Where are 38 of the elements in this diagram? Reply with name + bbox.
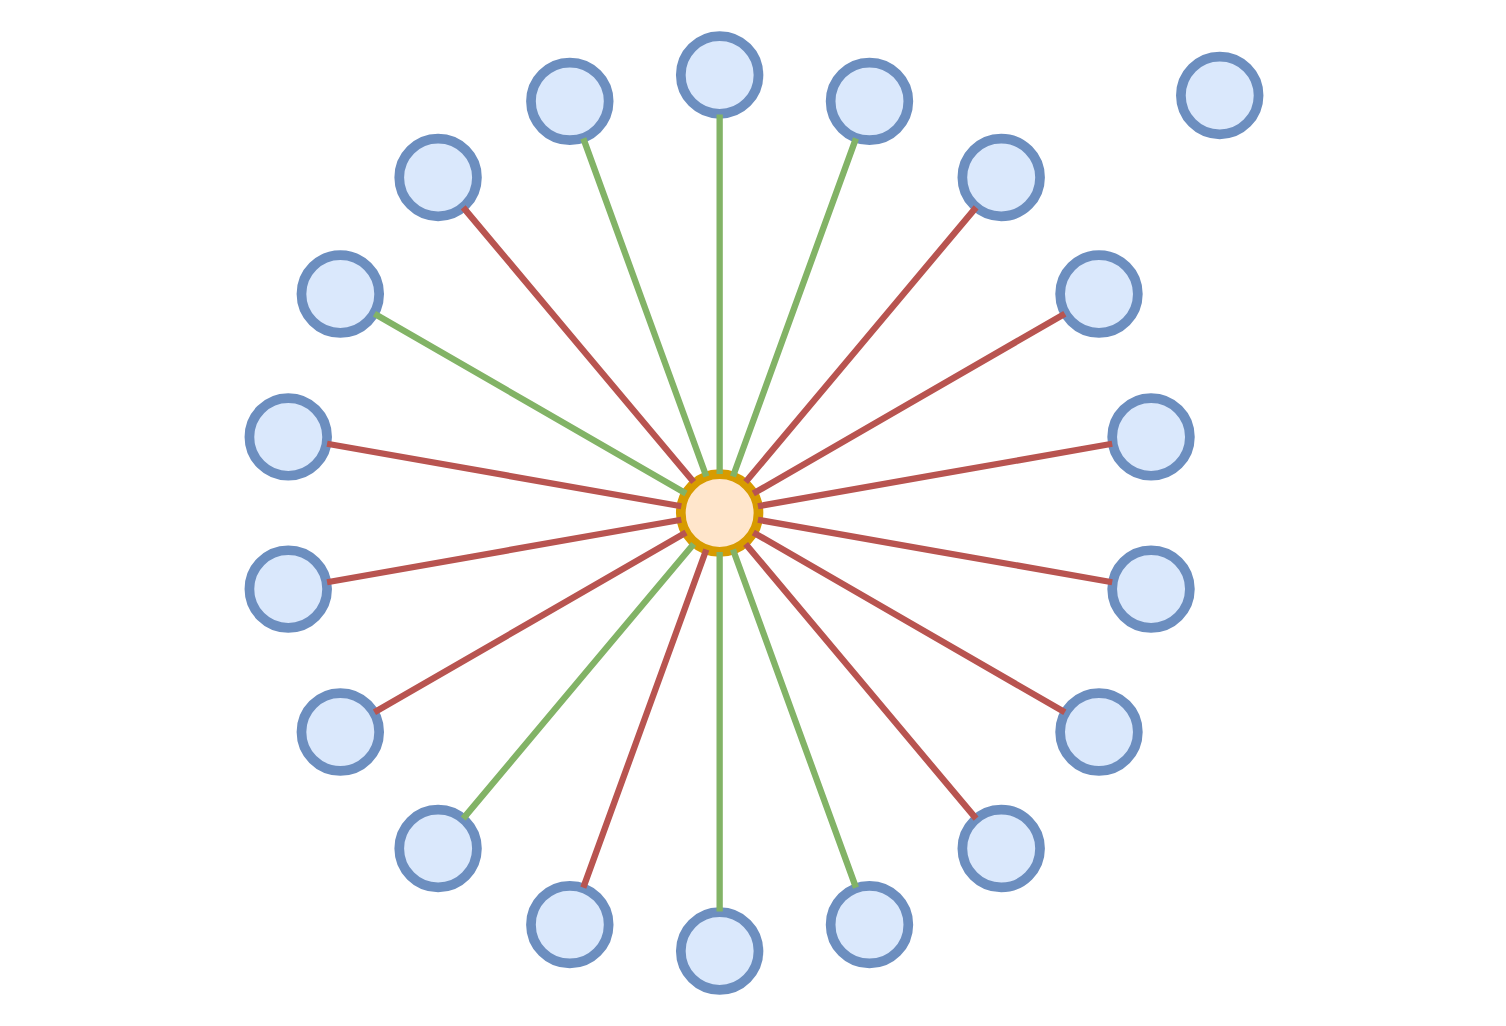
node-circle [674, 907, 763, 995]
connector [459, 541, 696, 821]
connector [371, 529, 687, 716]
node-circle [243, 393, 331, 481]
node-circle [1054, 250, 1142, 338]
connector [325, 440, 681, 510]
node-circle [674, 31, 763, 119]
node-circle [1054, 688, 1142, 776]
node-circle [393, 804, 481, 893]
connector [750, 529, 1066, 716]
connector [579, 548, 709, 889]
connector [715, 551, 722, 912]
connector [729, 548, 858, 889]
node-circle [525, 57, 613, 146]
node-circle [393, 133, 481, 222]
node-circle [525, 880, 613, 969]
node-circle [1175, 51, 1263, 140]
node-circle [674, 469, 763, 557]
node-circle [824, 880, 913, 969]
connector [371, 310, 687, 497]
connector [459, 205, 696, 485]
node-circle [956, 804, 1044, 893]
node-circle [956, 133, 1044, 222]
node-circle [243, 545, 331, 633]
connector [756, 440, 1112, 510]
node-circle [295, 688, 383, 776]
connector [742, 541, 978, 821]
connector [579, 137, 709, 478]
connector [715, 114, 722, 475]
connector [325, 516, 681, 586]
connector [742, 205, 978, 485]
connector [729, 137, 858, 478]
node-circle [824, 57, 913, 146]
connector [756, 516, 1112, 586]
node-circle [1106, 545, 1194, 633]
connector [750, 310, 1066, 497]
node-circle [1106, 393, 1194, 481]
node-circle [295, 250, 383, 338]
